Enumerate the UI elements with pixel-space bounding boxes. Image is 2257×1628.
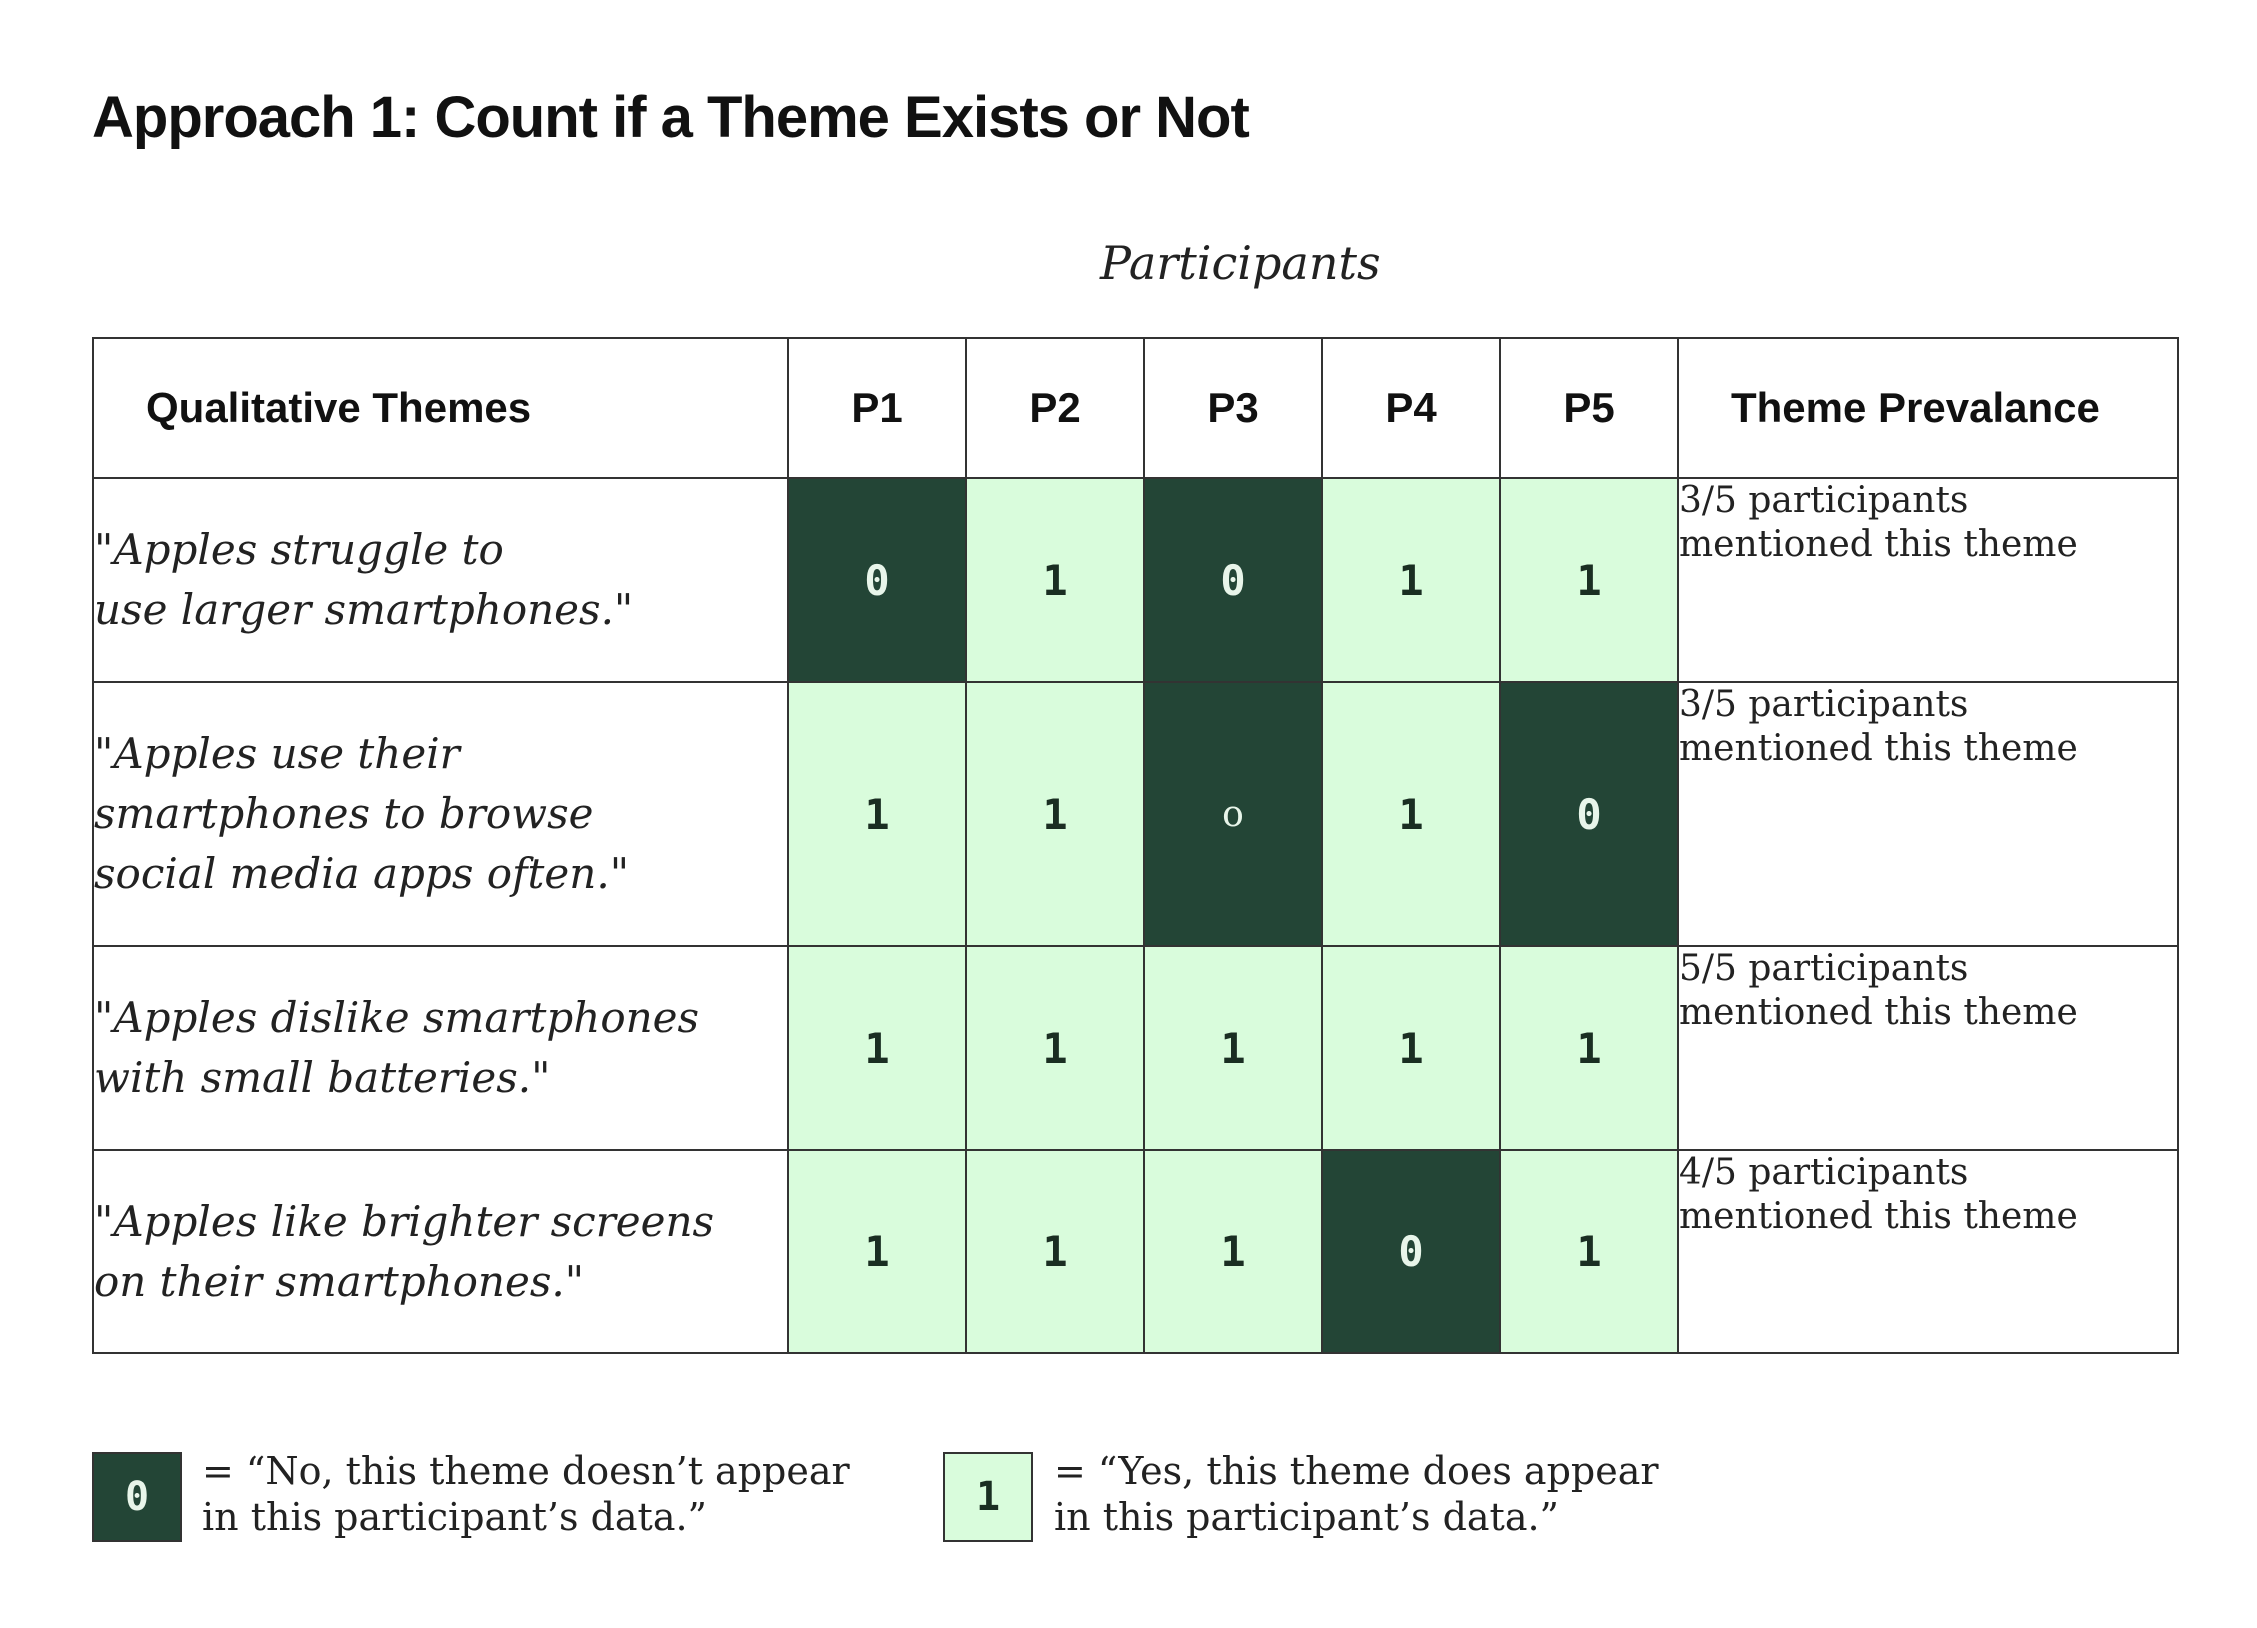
value-cell: 1 bbox=[787, 945, 967, 1151]
header-p5: P5 bbox=[1499, 337, 1679, 479]
value-cell: 1 bbox=[965, 477, 1145, 683]
value-cell: 0 bbox=[1321, 1149, 1501, 1354]
value-cell: 0 bbox=[787, 477, 967, 683]
participants-caption: Participants bbox=[1100, 236, 1381, 290]
legend-yes-text: = “Yes, this theme does appear in this p… bbox=[1054, 1449, 1659, 1539]
prevalence-text: 5/5 participants mentioned this theme bbox=[1677, 945, 2179, 1151]
value-cell: 1 bbox=[965, 945, 1145, 1151]
theme-quote: "Apples dislike smartphones with small b… bbox=[92, 945, 789, 1151]
table-row: "Apples dislike smartphones with small b… bbox=[92, 945, 2179, 1151]
value-cell: 1 bbox=[1321, 681, 1501, 947]
header-theme-prevalence: Theme Prevalance bbox=[1677, 337, 2179, 479]
table-row: "Apples struggle to use larger smartphon… bbox=[92, 477, 2179, 683]
value-cell: 1 bbox=[1143, 1149, 1323, 1354]
theme-quote: "Apples use their smartphones to browse … bbox=[92, 681, 789, 947]
value-cell: 0 bbox=[1499, 681, 1679, 947]
header-p4: P4 bbox=[1321, 337, 1501, 479]
value-cell: 1 bbox=[1499, 945, 1679, 1151]
page-title: Approach 1: Count if a Theme Exists or N… bbox=[92, 85, 1250, 150]
prevalence-text: 4/5 participants mentioned this theme bbox=[1677, 1149, 2179, 1354]
table-row: "Apples like brighter screens on their s… bbox=[92, 1149, 2179, 1354]
prevalence-text: 3/5 participants mentioned this theme bbox=[1677, 477, 2179, 683]
theme-quote: "Apples like brighter screens on their s… bbox=[92, 1149, 789, 1354]
themes-table: Qualitative Themes P1 P2 P3 P4 P5 Theme … bbox=[92, 337, 2179, 1354]
value-cell: 0 bbox=[1143, 477, 1323, 683]
table-row: "Apples use their smartphones to browse … bbox=[92, 681, 2179, 947]
value-cell: 1 bbox=[1143, 945, 1323, 1151]
header-qualitative-themes: Qualitative Themes bbox=[92, 337, 789, 479]
value-cell: 1 bbox=[1499, 477, 1679, 683]
value-cell: 1 bbox=[1321, 945, 1501, 1151]
value-cell: 1 bbox=[965, 1149, 1145, 1354]
legend-yes-swatch: 1 bbox=[943, 1452, 1033, 1542]
value-cell: 1 bbox=[1321, 477, 1501, 683]
legend-no-text: = “No, this theme doesn’t appear in this… bbox=[202, 1449, 850, 1539]
value-cell: o bbox=[1143, 681, 1323, 947]
header-p1: P1 bbox=[787, 337, 967, 479]
legend-no-swatch: 0 bbox=[92, 1452, 182, 1542]
value-cell: 1 bbox=[1499, 1149, 1679, 1354]
prevalence-text: 3/5 participants mentioned this theme bbox=[1677, 681, 2179, 947]
header-row: Qualitative Themes P1 P2 P3 P4 P5 Theme … bbox=[92, 337, 2179, 479]
header-p2: P2 bbox=[965, 337, 1145, 479]
header-p3: P3 bbox=[1143, 337, 1323, 479]
value-cell: 1 bbox=[787, 1149, 967, 1354]
value-cell: 1 bbox=[965, 681, 1145, 947]
value-cell: 1 bbox=[787, 681, 967, 947]
theme-quote: "Apples struggle to use larger smartphon… bbox=[92, 477, 789, 683]
